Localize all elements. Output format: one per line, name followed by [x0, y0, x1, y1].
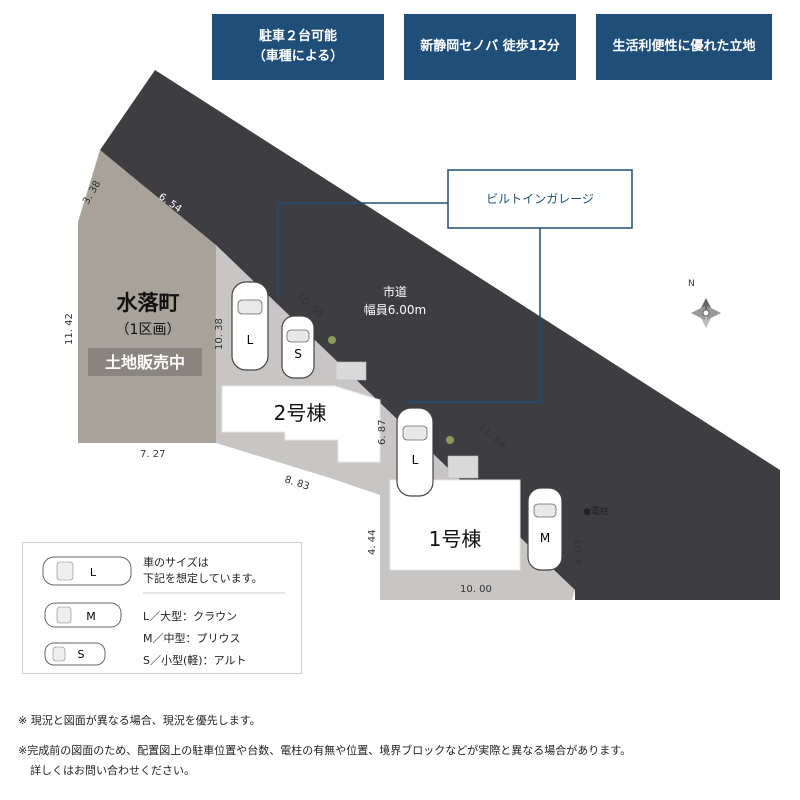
lot-left-status-box — [88, 348, 202, 376]
shrub — [328, 336, 336, 344]
car-small: S — [281, 315, 315, 379]
car-label-l2: L — [412, 453, 419, 467]
building-1-label: 1号棟 — [429, 527, 482, 551]
note-2: ※完成前の図面のため、配置図上の駐車位置や台数、電柱の有無や位置、境界ブロックな… — [18, 744, 632, 757]
legend-heading: 車のサイズは 下記を想定しています。 — [143, 556, 263, 585]
legend-item-s: S／小型(軽)：アルト — [143, 654, 247, 667]
road-name: 市道 — [383, 284, 407, 299]
dim-10-38: 10. 38 — [214, 318, 225, 350]
utility-pole-label: ●電柱 — [583, 505, 609, 517]
legend-box: L M S 車のサイズは 下記を想定しています。 L／大型：クラウン M／中型：… — [22, 542, 302, 674]
compass-icon — [691, 298, 721, 328]
lot-left-status: 土地販売中 — [105, 353, 185, 372]
porch-1 — [447, 455, 479, 479]
legend-cars: L M S — [42, 556, 285, 666]
dim-4-03: 4. 03 — [574, 540, 585, 565]
building-1 — [389, 479, 521, 571]
dim-8-83: 8. 83 — [283, 474, 311, 492]
legend-car-large-label: L — [90, 566, 97, 579]
lot-left-title: 水落町 — [117, 291, 180, 315]
callout-leader-2 — [406, 228, 541, 403]
legend-car-medium: M — [44, 602, 122, 628]
road — [100, 70, 780, 600]
car-large-2: L — [396, 407, 434, 497]
shrub — [446, 436, 454, 444]
badge-convenience: 生活利便性に優れた立地 — [596, 14, 772, 80]
car-label-l1: L — [247, 333, 254, 347]
legend-car-small: S — [44, 642, 106, 666]
car-large-1: L — [231, 281, 269, 371]
dim-4-44: 4. 44 — [367, 530, 378, 555]
car-label-m: M — [540, 531, 550, 545]
note-1: ※ 現況と図面が異なる場合、現況を優先します。 — [18, 714, 261, 727]
legend-car-medium-label: M — [86, 610, 96, 623]
legend-item-m: M／中型：プリウス — [143, 632, 241, 645]
callout-label: ビルトインガレージ — [486, 192, 594, 206]
legend-car-large: L — [42, 556, 132, 586]
callout-leader-1 — [277, 202, 448, 298]
car-label-s: S — [294, 347, 302, 361]
callout-box — [447, 169, 633, 229]
dim-10-00: 10. 00 — [460, 584, 492, 595]
badge-parking: 駐車２台可能 （車種による） — [212, 14, 384, 80]
porch-2 — [335, 361, 367, 381]
dim-7-27: 7. 27 — [140, 449, 165, 460]
lot-left-subtitle: （1区画） — [116, 322, 181, 338]
building-2 — [221, 385, 381, 463]
road-width: 幅員6.00m — [364, 302, 426, 317]
note-3: 詳しくはお問い合わせください。 — [30, 764, 195, 777]
dim-6-87: 6. 87 — [377, 420, 388, 445]
legend-item-l: L／大型：クラウン — [143, 610, 238, 623]
dim-11-42: 11. 42 — [64, 313, 75, 345]
legend-car-small-label: S — [78, 648, 85, 661]
badge-station: 新静岡セノバ 徒歩12分 — [404, 14, 576, 80]
car-medium: M — [527, 487, 563, 571]
compass-n: N — [688, 279, 695, 289]
building-2-label: 2号棟 — [274, 401, 327, 425]
